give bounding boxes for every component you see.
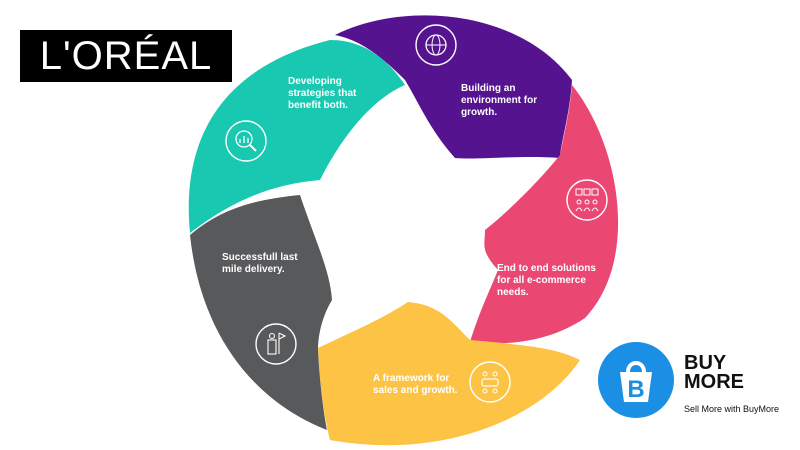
- segment-label-line: A framework for: [373, 373, 449, 384]
- segment-label-line: growth.: [461, 107, 497, 118]
- globe-network-icon: [415, 24, 457, 66]
- segment-environment-shape: [335, 15, 572, 159]
- segment-label-line: Building an: [461, 83, 515, 94]
- segment-label-line: Developing: [288, 76, 342, 87]
- segment-label-line: benefit both.: [288, 100, 348, 111]
- meeting-table-icon: [469, 361, 511, 403]
- buymore-title-line1: BUY: [684, 352, 727, 374]
- loreal-logo: L'ORÉAL: [20, 30, 232, 82]
- segment-label-line: strategies that: [288, 88, 357, 99]
- segment-label-line: for all e-commerce: [497, 275, 586, 286]
- loreal-logo-text: L'ORÉAL: [39, 34, 213, 78]
- segment-end-to-end-shape: [470, 85, 619, 344]
- segment-framework-shape: [318, 302, 580, 446]
- segment-label-line: needs.: [497, 287, 529, 298]
- person-podium-flag-icon: [255, 323, 297, 365]
- buymore-title: BUY MORE: [684, 352, 744, 393]
- segment-label-line: environment for: [461, 95, 537, 106]
- shopping-bag-icon: B: [598, 342, 674, 418]
- buymore-logo: B BUY MORE Sell More with BuyMore: [598, 342, 798, 422]
- segment-label-line: Successfull last: [222, 252, 298, 263]
- buymore-tagline: Sell More with BuyMore: [684, 404, 780, 414]
- segment-label-line: sales and growth.: [373, 385, 458, 396]
- analytics-magnifier-icon: [225, 120, 267, 162]
- team-checkmarks-icon: [566, 179, 608, 221]
- buymore-title-line2: MORE: [684, 371, 744, 393]
- bag-letter: B: [627, 376, 644, 403]
- segment-label-line: End to end solutions: [497, 263, 596, 274]
- segment-strategies-shape: [188, 40, 405, 233]
- segment-label-line: mile delivery.: [222, 264, 285, 275]
- segment-delivery-shape: [190, 195, 332, 430]
